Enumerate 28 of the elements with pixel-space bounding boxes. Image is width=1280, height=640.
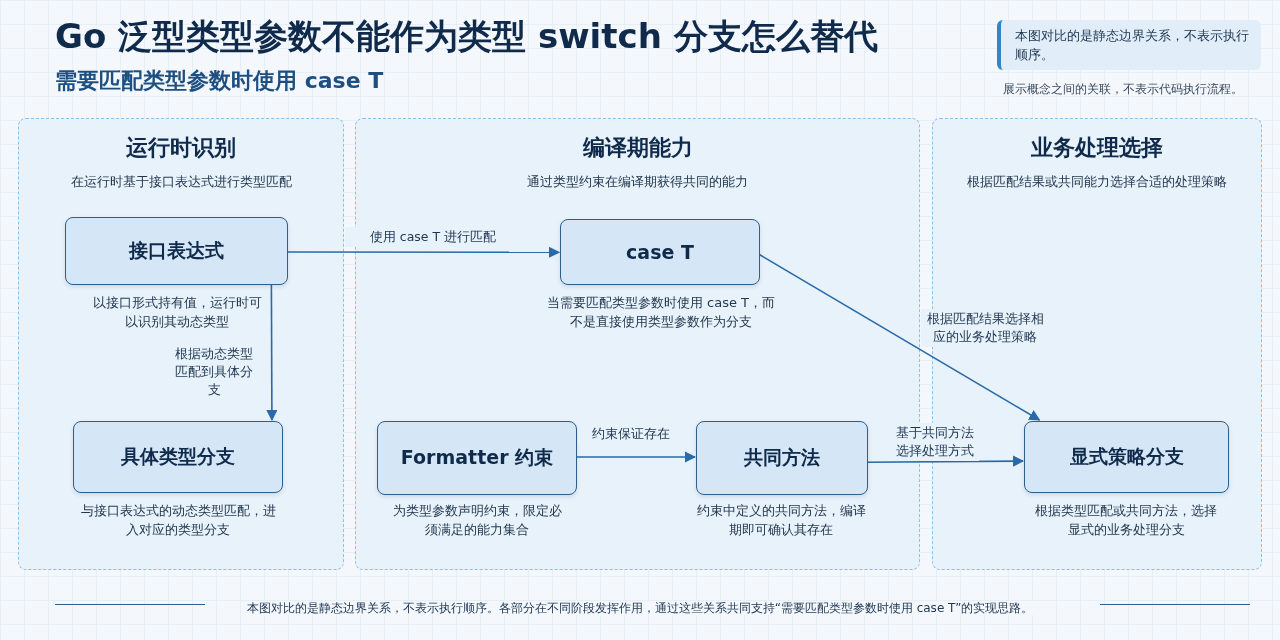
panel-subtitle: 在运行时基于接口表达式进行类型匹配 — [69, 173, 293, 191]
panel-title: 运行时识别 — [125, 134, 237, 162]
node-caption: 以接口形式持有值，运行时可以识别其动态类型 — [91, 294, 263, 331]
process-box: 显式策略分支 — [1024, 421, 1229, 493]
node-caption: 约束中定义的共同方法，编译期即可确认其存在 — [695, 502, 867, 539]
arrow — [286, 246, 561, 258]
panel-title: 业务处理选择 — [1030, 134, 1164, 162]
node-caption: 当需要匹配类型参数时使用 case T，而不是直接使用类型参数作为分支 — [545, 294, 777, 331]
panel-subtitle: 通过类型约束在编译期获得共同的能力 — [526, 173, 749, 191]
note-card: 本图对比的是静态边界关系，不表示执行顺序。 — [997, 20, 1261, 70]
arrow — [575, 451, 697, 463]
arrow — [758, 253, 1041, 421]
process-box: 接口表达式 — [65, 217, 288, 285]
node-caption: 与接口表达式的动态类型匹配，进入对应的类型分支 — [79, 502, 277, 539]
panel-title: 编译期能力 — [581, 134, 694, 162]
subtitle: 需要匹配类型参数时使用 case T — [55, 67, 384, 95]
arrow — [866, 455, 1025, 467]
panel-subtitle: 根据匹配结果或共同能力选择合适的处理策略 — [966, 173, 1228, 191]
group-panel — [18, 118, 344, 570]
arrow — [266, 283, 278, 422]
note-text: 展示概念之间的关联，不表示代码执行流程。 — [1003, 82, 1243, 97]
process-box: 具体类型分支 — [73, 421, 283, 493]
diagram-title: Go 泛型类型参数不能作为类型 switch 分支怎么替代 — [55, 15, 878, 58]
process-box: Formatter 约束 — [377, 421, 577, 495]
process-box: case T — [560, 219, 760, 285]
node-caption: 为类型参数声明约束，限定必须满足的能力集合 — [391, 502, 563, 539]
process-box: 共同方法 — [696, 421, 868, 495]
node-caption: 根据类型匹配或共同方法，选择显式的业务处理分支 — [1034, 502, 1218, 539]
